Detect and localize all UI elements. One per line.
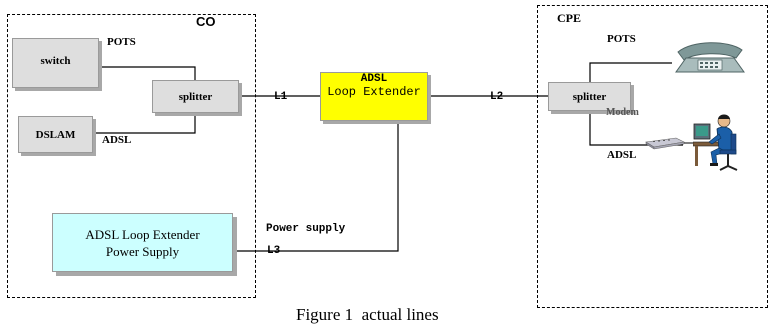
cpe-splitter-label: splitter xyxy=(572,90,607,103)
co-pots-label: POTS xyxy=(107,36,136,48)
power-supply-box: ADSL Loop Extender Power Supply xyxy=(52,213,233,272)
extender-line2: Loop Extender xyxy=(327,85,421,99)
power-supply-box-label: ADSL Loop Extender Power Supply xyxy=(85,226,200,259)
switch-box: switch xyxy=(12,38,99,88)
cpe-adsl-label: ADSL xyxy=(607,149,637,161)
l1-label: L1 xyxy=(274,91,288,103)
co-region xyxy=(7,14,256,298)
switch-label: switch xyxy=(40,55,71,67)
co-splitter-box: splitter xyxy=(152,80,239,113)
figure-caption: Figure 1 actual lines xyxy=(296,305,439,324)
modem-label: Modem xyxy=(606,107,639,118)
co-adsl-label: ADSL xyxy=(102,134,132,146)
extender-line1: ADSL xyxy=(360,73,388,85)
dslam-box: DSLAM xyxy=(18,116,93,153)
cpe-pots-label: POTS xyxy=(607,33,636,45)
modem-icon xyxy=(645,137,685,150)
dslam-label: DSLAM xyxy=(35,128,76,141)
co-splitter-label: splitter xyxy=(178,90,213,103)
telephone-icon xyxy=(675,42,745,73)
cpe-label: CPE xyxy=(557,11,581,25)
cpe-splitter-box: splitter xyxy=(548,82,631,111)
co-label: CO xyxy=(196,14,216,29)
l3-label: L3 xyxy=(267,245,281,257)
l2-label: L2 xyxy=(490,91,504,103)
computer-user-icon xyxy=(693,114,738,171)
power-supply-label: Power supply xyxy=(266,223,346,235)
loop-extender-box: ADSL Loop Extender xyxy=(320,72,428,121)
cpe-region xyxy=(537,5,768,308)
